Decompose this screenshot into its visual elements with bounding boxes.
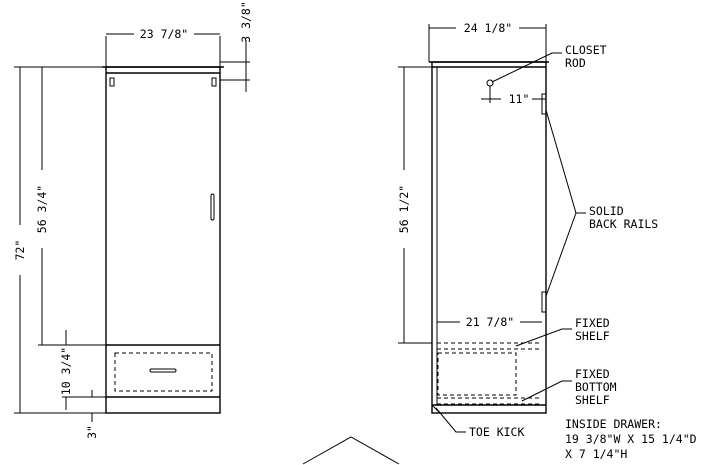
drawer-note: 19 3/8"W X 15 1/4"D	[565, 432, 697, 446]
side-drawer-box	[437, 352, 517, 396]
shelf-depth-label: 21 7/8"	[466, 315, 514, 329]
side-view: 24 1/8" 11" 56 1/2" 21 7/8" CLOSET ROD S…	[397, 21, 697, 461]
fixed-shelf-callout: FIXED	[575, 316, 610, 330]
closet-rod-icon	[486, 79, 494, 87]
side-depth-label: 24 1/8"	[464, 21, 512, 35]
back-rail-top	[541, 93, 547, 115]
door-height-label: 56 3/4"	[35, 185, 49, 233]
back-rail-bottom	[541, 291, 547, 313]
rod-offset-label: 11"	[509, 92, 530, 106]
bottom-shelf-callout: FIXED	[575, 367, 610, 381]
hinge-left	[109, 77, 115, 87]
leader-bottom-shelf	[521, 380, 572, 402]
front-width-label: 23 7/8"	[140, 27, 188, 41]
side-cabinet-outline	[431, 61, 547, 414]
fixed-shelf-callout: SHELF	[575, 329, 610, 343]
leader-back-rail-bottom	[545, 212, 577, 297]
leader-closet-rod	[491, 52, 562, 83]
closet-rod-callout: ROD	[565, 56, 586, 70]
front-view: 23 7/8" 3 3/8" 72" 56 3/4" 10 3/4" 3"	[13, 1, 253, 439]
toe-kick-callout: TOE KICK	[469, 425, 524, 439]
back-rails-callout: BACK RAILS	[589, 217, 658, 231]
interior-height-label: 56 1/2"	[397, 185, 411, 233]
leader-back-rail-top	[545, 109, 586, 214]
drawer-note: X 7 1/4"H	[565, 447, 627, 461]
overall-height-label: 72"	[13, 240, 27, 261]
bottom-shelf-callout: SHELF	[575, 393, 610, 407]
front-top-label: 3 3/8"	[239, 1, 253, 43]
hinge-right	[211, 77, 217, 87]
drawer-pull	[149, 368, 177, 373]
chevron-up-icon	[302, 436, 400, 465]
closet-rod-callout: CLOSET	[565, 43, 607, 57]
front-cabinet-outline	[105, 66, 221, 414]
door-handle	[210, 193, 215, 221]
back-rails-callout: SOLID	[589, 204, 624, 218]
drawer-outline	[114, 352, 213, 392]
drawer-note: INSIDE DRAWER:	[565, 417, 662, 431]
leader-fixed-shelf	[515, 328, 572, 347]
drawer-height-label: 10 3/4"	[59, 347, 73, 395]
leader-toe-kick	[435, 407, 466, 433]
toe-kick-label: 3"	[85, 425, 99, 439]
bottom-shelf-callout: BOTTOM	[575, 380, 617, 394]
